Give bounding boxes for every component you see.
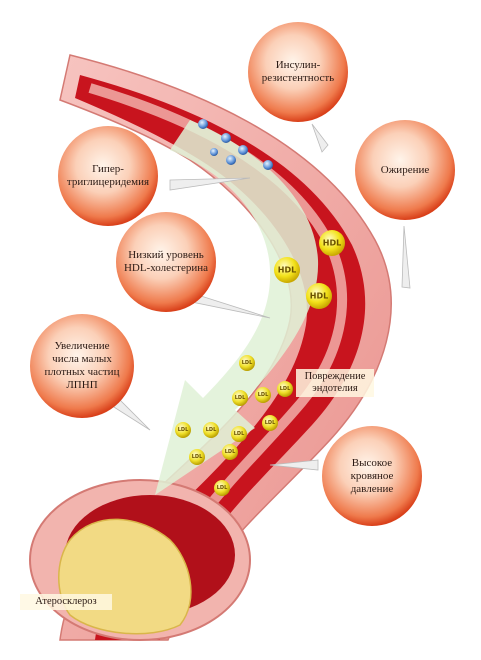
bubble-pointers	[105, 123, 411, 471]
ldl-particles: LDL LDL LDL LDL LDL LDL LDL LDL LDL LDL …	[175, 355, 293, 496]
ldl-particle: LDL	[239, 355, 255, 371]
hdl-particle: HDL	[274, 257, 300, 283]
ldl-particle: LDL	[203, 422, 219, 438]
ldl-particle: LDL	[222, 444, 238, 460]
ldl-increase-text: Увеличение числа малых плотных частиц ЛП…	[44, 340, 120, 391]
bubble-insulin-resistance	[248, 22, 348, 122]
obesity-text: Ожирение	[380, 163, 430, 176]
blue-particles	[198, 119, 273, 170]
svg-text:HDL: HDL	[310, 292, 328, 301]
bubble-obesity	[355, 120, 455, 220]
bubble-low-hdl	[116, 212, 216, 312]
low-hdl-text: Низкий уровень HDL-холестерина	[123, 249, 209, 274]
svg-text:LDL: LDL	[217, 485, 228, 491]
svg-text:LDL: LDL	[178, 427, 189, 433]
ldl-particle: LDL	[262, 415, 278, 431]
svg-text:LDL: LDL	[234, 431, 245, 437]
hdl-particle: HDL	[306, 283, 332, 309]
svg-text:LDL: LDL	[242, 360, 253, 366]
ldl-particle: LDL	[255, 387, 271, 403]
insulin-resistance-text: Инсулин- резистентность	[261, 59, 335, 84]
svg-text:LDL: LDL	[265, 420, 276, 426]
watermark: kakpoindek.ru	[364, 622, 457, 637]
atherosclerosis-label: Атеросклероз	[20, 594, 112, 610]
svg-text:LDL: LDL	[206, 427, 217, 433]
ldl-particle: LDL	[231, 426, 247, 442]
bubble-hypertriglyceridemia	[58, 126, 158, 226]
svg-text:LDL: LDL	[280, 386, 291, 392]
hypertriglyceridemia-text: Гипер- триглицеридемия	[66, 163, 150, 188]
hdl-particles: HDL HDL HDL	[274, 230, 345, 309]
ldl-particle: LDL	[232, 390, 248, 406]
flow-arrow	[155, 120, 319, 495]
svg-text:HDL: HDL	[323, 239, 341, 248]
svg-text:HDL: HDL	[278, 266, 296, 275]
ldl-particle: LDL	[189, 449, 205, 465]
svg-text:LDL: LDL	[192, 454, 203, 460]
bubble-ldl-increase	[30, 314, 134, 418]
ldl-particle: LDL	[214, 480, 230, 496]
ldl-particle: LDL	[175, 422, 191, 438]
ldl-particle: LDL	[277, 381, 293, 397]
svg-text:LDL: LDL	[225, 449, 236, 455]
bubble-high-blood-pressure	[322, 426, 422, 526]
svg-text:LDL: LDL	[235, 395, 246, 401]
high-blood-pressure-text: Высокое кровяное давление	[350, 456, 394, 495]
svg-text:LDL: LDL	[258, 392, 269, 398]
hdl-particle: HDL	[319, 230, 345, 256]
endothelium-damage-label: Повреждение эндотелия	[296, 369, 374, 397]
